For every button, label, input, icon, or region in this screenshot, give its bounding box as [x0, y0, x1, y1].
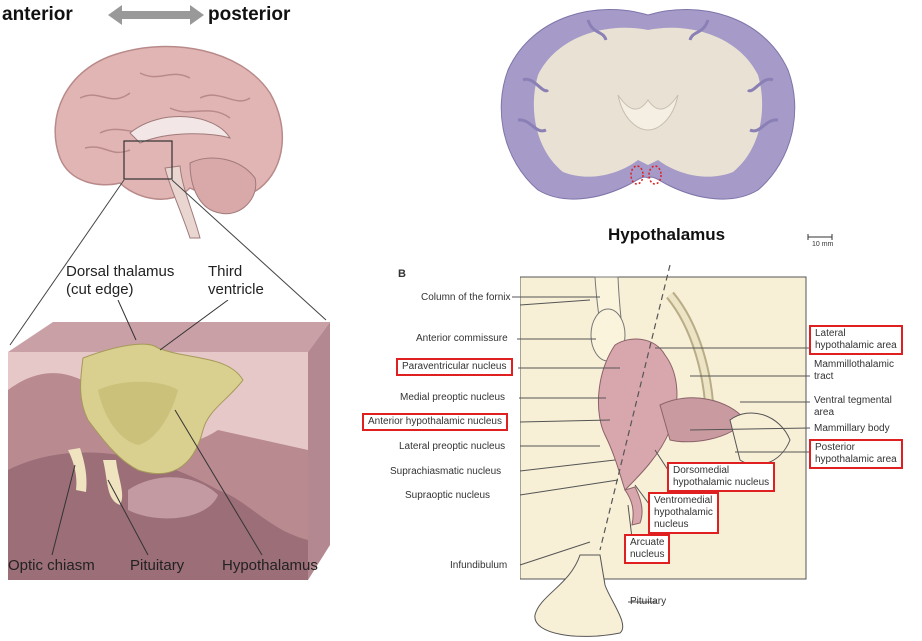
hypothalamus-block-illustration	[8, 322, 330, 580]
column-fornix-label: Column of the fornix	[421, 292, 511, 303]
optic-chiasm-label: Optic chiasm	[8, 557, 95, 574]
left-leader-lines	[51, 300, 263, 556]
panel-letter: B	[398, 268, 406, 280]
lateral-preoptic-label: Lateral preoptic nucleus	[399, 441, 506, 452]
scale-bar-label: 10 mm	[812, 241, 834, 248]
anterior-hypothalamic-nucleus-box: Anterior hypothalamic nucleus	[362, 413, 508, 431]
nuclei-leader-lines	[512, 296, 811, 603]
suprachiasmatic-label: Suprachiasmatic nucleus	[390, 466, 502, 477]
coronal-section-image	[500, 9, 796, 223]
zoom-lines	[9, 179, 327, 346]
anterior-commissure-label: Anterior commissure	[416, 333, 508, 344]
sagittal-brain-illustration	[54, 45, 283, 239]
coronal-hypothalamus-label: Hypothalamus	[608, 225, 726, 244]
supraoptic-label: Supraoptic nucleus	[405, 490, 491, 501]
medial-preoptic-label: Medial preoptic nucleus	[400, 392, 506, 403]
pituitary-diagram-label: Pituitary	[630, 596, 667, 607]
mammillary-body-label: Mammillary body	[814, 423, 890, 434]
infundibulum-label: Infundibulum	[450, 560, 508, 571]
posterior-label: posterior	[208, 4, 291, 25]
pituitary-label: Pituitary	[130, 557, 185, 574]
dorsal-thalamus-label: Dorsal thalamus(cut edge)	[66, 263, 175, 298]
anterior-label: anterior	[2, 4, 73, 25]
double-arrow-icon	[108, 5, 204, 25]
hypothalamus-label: Hypothalamus	[222, 557, 318, 574]
scale-bar	[807, 234, 833, 240]
paraventricular-nucleus-box: Paraventricular nucleus	[396, 358, 513, 376]
